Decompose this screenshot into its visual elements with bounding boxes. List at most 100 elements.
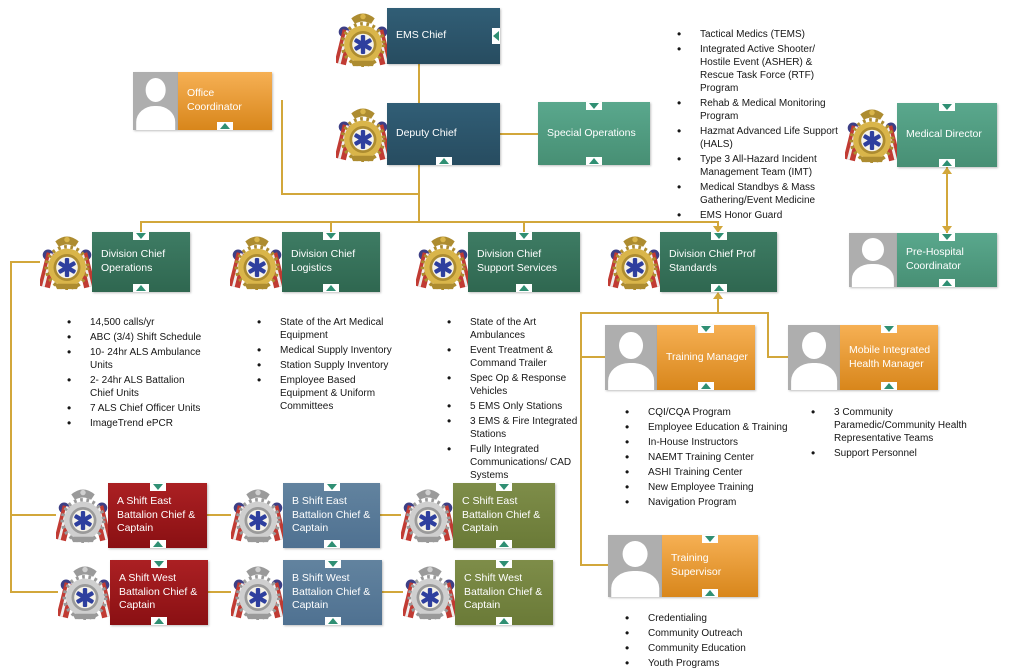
- chevron-down-icon: [710, 232, 727, 240]
- list-item: Integrated Active Shooter/ Hostile Event…: [672, 42, 840, 95]
- list-item: Employee Education & Training: [620, 420, 798, 436]
- chevron-up-icon: [939, 159, 955, 167]
- person-silhouette-icon: [608, 535, 662, 597]
- support-services-list: State of the Art Ambulances Event Treatm…: [442, 315, 590, 484]
- node-a-shift-west: A Shift West Battalion Chief & Captain: [110, 560, 208, 625]
- connector-line: [500, 133, 538, 135]
- node-training-supervisor: Training Supervisor: [662, 535, 758, 597]
- chevron-up-icon: [133, 284, 149, 292]
- list-item: Medical Supply Inventory: [252, 343, 397, 359]
- chevron-up-icon: [586, 157, 602, 165]
- ems-badge-gold-icon: [608, 233, 662, 293]
- chevron-down-icon: [323, 232, 339, 240]
- node-label: B Shift East Battalion Chief & Captain: [292, 495, 371, 535]
- chevron-up-icon: [702, 589, 718, 597]
- connector-line: [140, 221, 719, 223]
- chevron-down-icon: [149, 483, 166, 491]
- node-label: EMS Chief: [396, 29, 447, 42]
- chevron-down-icon: [516, 232, 532, 240]
- arrow-up-icon: [713, 292, 723, 299]
- node-division-chief-operations: Division Chief Operations: [92, 232, 190, 292]
- node-division-chief-prof-standards: Division Chief Prof Standards: [660, 232, 777, 292]
- node-special-operations: Special Operations: [538, 102, 650, 165]
- chevron-up-icon: [323, 540, 340, 548]
- chevron-up-icon: [496, 617, 512, 625]
- node-division-chief-support-services: Division Chief Support Services: [468, 232, 580, 292]
- list-item: ASHI Training Center: [620, 465, 798, 481]
- node-label: A Shift West Battalion Chief & Captain: [119, 572, 198, 612]
- list-item: Event Treatment & Command Trailer: [442, 343, 590, 370]
- ems-badge-gold-icon: [336, 105, 390, 165]
- list-item: Fully Integrated Communications/ CAD Sys…: [442, 442, 590, 482]
- chevron-up-icon: [217, 122, 233, 130]
- list-item: Support Personnel: [806, 446, 968, 462]
- node-pre-hospital-coordinator: Pre-Hospital Coordinator: [897, 233, 997, 287]
- node-b-shift-east: B Shift East Battalion Chief & Captain: [283, 483, 380, 548]
- arrow-up-icon: [942, 167, 952, 174]
- node-label: Division Chief Operations: [101, 248, 166, 274]
- person-silhouette-icon: [133, 72, 178, 130]
- chevron-left-icon: [492, 28, 500, 44]
- list-item: Tactical Medics (TEMS): [672, 27, 840, 43]
- connector-line: [580, 356, 605, 358]
- list-item: ABC (3/4) Shift Schedule: [62, 330, 210, 346]
- node-label: Office Coordinator: [187, 87, 242, 113]
- node-c-shift-west: C Shift West Battalion Chief & Captain: [455, 560, 553, 625]
- chevron-down-icon: [323, 483, 340, 491]
- chevron-up-icon: [698, 382, 714, 390]
- training-manager-list: CQI/CQA Program Employee Education & Tra…: [620, 405, 798, 511]
- person-silhouette-icon: [605, 325, 657, 390]
- ems-badge-silver-icon: [231, 563, 285, 623]
- connector-line: [281, 193, 420, 195]
- node-label: A Shift East Battalion Chief & Captain: [117, 495, 196, 535]
- ems-badge-silver-icon: [56, 486, 110, 546]
- connector-line: [208, 591, 231, 593]
- connector-line: [380, 514, 401, 516]
- person-silhouette-icon: [788, 325, 840, 390]
- ems-badge-silver-icon: [231, 486, 285, 546]
- list-item: Youth Programs: [620, 656, 798, 672]
- list-item: Hazmat Advanced Life Support (HALS): [672, 124, 840, 151]
- list-item: Medical Standbys & Mass Gathering/Event …: [672, 180, 840, 207]
- ems-badge-silver-icon: [58, 563, 112, 623]
- list-item: 14,500 calls/yr: [62, 315, 210, 331]
- connector-line: [281, 100, 283, 194]
- chevron-up-icon: [516, 284, 532, 292]
- chevron-up-icon: [324, 617, 341, 625]
- list-item: Spec Op & Response Vehicles: [442, 371, 590, 398]
- mih-manager-list: 3 Community Paramedic/Community Health R…: [806, 405, 968, 462]
- list-item: State of the Art Medical Equipment: [252, 315, 397, 342]
- list-item: 10- 24hr ALS Ambulance Units: [62, 345, 210, 372]
- chevron-up-icon: [881, 382, 897, 390]
- node-label: Pre-Hospital Coordinator: [906, 246, 964, 272]
- list-item: State of the Art Ambulances: [442, 315, 590, 342]
- chevron-down-icon: [586, 102, 602, 110]
- chevron-up-icon: [435, 157, 452, 165]
- chevron-up-icon: [496, 540, 512, 548]
- list-item: 5 EMS Only Stations: [442, 399, 590, 415]
- ems-badge-gold-icon: [416, 233, 470, 293]
- connector-line: [382, 591, 403, 593]
- chevron-up-icon: [149, 540, 166, 548]
- ems-badge-silver-icon: [403, 563, 457, 623]
- connector-line: [10, 261, 40, 263]
- list-item: In-House Instructors: [620, 435, 798, 451]
- chevron-down-icon: [881, 325, 897, 333]
- ems-badge-gold-icon: [40, 233, 94, 293]
- list-item: Credentialing: [620, 611, 798, 627]
- node-ems-chief: EMS Chief: [387, 8, 500, 64]
- chevron-down-icon: [698, 325, 714, 333]
- node-label: Division Chief Logistics: [291, 248, 356, 274]
- chevron-down-icon: [939, 103, 955, 111]
- chevron-down-icon: [702, 535, 718, 543]
- node-label: Training Supervisor: [671, 552, 722, 578]
- chevron-down-icon: [133, 232, 149, 240]
- list-item: Rehab & Medical Monitoring Program: [672, 96, 840, 123]
- node-medical-director: Medical Director: [897, 103, 997, 167]
- list-item: Navigation Program: [620, 495, 798, 511]
- person-silhouette-icon: [849, 233, 897, 287]
- list-item: Type 3 All-Hazard Incident Management Te…: [672, 152, 840, 179]
- node-office-coordinator: Office Coordinator: [178, 72, 272, 130]
- node-b-shift-west: B Shift West Battalion Chief & Captain: [283, 560, 382, 625]
- ems-badge-gold-icon: [230, 233, 284, 293]
